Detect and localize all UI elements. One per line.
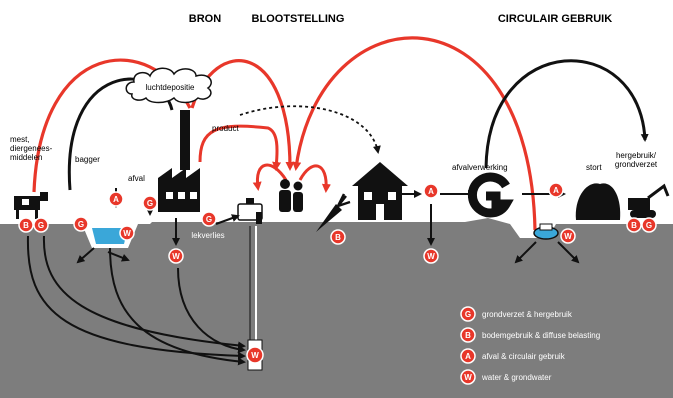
badge-excavator-G: G bbox=[641, 217, 657, 233]
label-bagger: bagger bbox=[75, 155, 100, 164]
arrow-pit-right bbox=[557, 241, 580, 264]
arc-black-circular bbox=[484, 59, 649, 169]
badge-factory-G: G bbox=[201, 211, 217, 227]
svg-text:B: B bbox=[23, 221, 29, 230]
badge-pit-W: W bbox=[560, 228, 576, 244]
svg-text:B: B bbox=[631, 221, 637, 230]
label-afval: afval bbox=[128, 174, 145, 183]
legend-text-W: water & grondwater bbox=[481, 373, 552, 382]
factory-icon bbox=[158, 110, 200, 212]
badge-bagger-G: G bbox=[73, 216, 89, 232]
people-icon bbox=[279, 179, 303, 212]
badge-house-A: A bbox=[423, 183, 439, 199]
svg-text:A: A bbox=[113, 195, 119, 204]
arrow-pit-left bbox=[514, 241, 537, 264]
label-lekverlies: lekverlies bbox=[191, 231, 224, 240]
excavator-icon bbox=[628, 183, 670, 218]
arc-right-waste bbox=[292, 36, 537, 231]
tap-icon bbox=[237, 198, 263, 224]
header-blootstelling: BLOOTSTELLING bbox=[252, 13, 345, 25]
badge-excavator-B: B bbox=[626, 217, 642, 233]
badge-well-W: W bbox=[246, 346, 264, 364]
legend: G grondverzet & hergebruik B bodemgebrui… bbox=[460, 306, 600, 385]
svg-text:W: W bbox=[564, 232, 572, 241]
flow-cow-to-well-1 bbox=[26, 235, 246, 360]
svg-text:G: G bbox=[646, 221, 652, 230]
legend-item-W: W water & grondwater bbox=[460, 369, 552, 385]
badge-afval-A: A bbox=[108, 191, 124, 207]
header-bron: BRON bbox=[189, 13, 221, 25]
arc-product bbox=[198, 124, 282, 171]
header-circulair: CIRCULAIR GEBRUIK bbox=[498, 13, 612, 25]
legend-item-G: G grondverzet & hergebruik bbox=[460, 306, 573, 322]
arc-people-right bbox=[298, 164, 331, 193]
leak-pit bbox=[533, 223, 559, 240]
svg-text:A: A bbox=[553, 186, 559, 195]
cloud-luchtdepositie: luchtdepositie bbox=[125, 67, 212, 104]
svg-text:A: A bbox=[428, 187, 434, 196]
svg-text:G: G bbox=[38, 221, 44, 230]
svg-text:A: A bbox=[465, 352, 471, 361]
label-luchtdepositie: luchtdepositie bbox=[146, 83, 195, 92]
waste-processing-icon bbox=[467, 172, 514, 218]
legend-text-B: bodemgebruik & diffuse belasting bbox=[482, 331, 600, 340]
legend-item-A: A afval & circulair gebruik bbox=[460, 348, 566, 364]
landfill-icon bbox=[575, 183, 621, 220]
badge-landfill-A: A bbox=[548, 182, 564, 198]
arrow-leak-tap bbox=[215, 214, 240, 225]
label-afvalverwerking: afvalverwerking bbox=[452, 163, 508, 172]
svg-text:B: B bbox=[335, 233, 341, 242]
label-stort: stort bbox=[586, 163, 602, 172]
bagger-pond bbox=[92, 228, 128, 244]
svg-text:W: W bbox=[464, 373, 472, 382]
arc-people-left bbox=[252, 163, 288, 191]
svg-text:G: G bbox=[78, 220, 84, 229]
arc-dotted-house bbox=[239, 105, 381, 154]
flow-factory-to-well bbox=[177, 267, 246, 354]
legend-text-G: grondverzet & hergebruik bbox=[482, 310, 573, 319]
svg-text:G: G bbox=[206, 215, 212, 224]
house-icon bbox=[352, 162, 408, 220]
flow-cow-to-well-2 bbox=[42, 235, 246, 350]
svg-text:W: W bbox=[251, 351, 259, 360]
svg-text:G: G bbox=[147, 199, 153, 208]
label-hergebruik-2: grondverzet bbox=[615, 160, 658, 169]
badge-cow-G: G bbox=[33, 217, 49, 233]
ground bbox=[0, 218, 673, 398]
legend-text-A: afval & circulair gebruik bbox=[482, 352, 566, 361]
badge-bagger-W: W bbox=[119, 225, 135, 241]
carrot-icon bbox=[316, 193, 351, 232]
svg-text:G: G bbox=[465, 310, 471, 319]
label-mest: mest, bbox=[10, 135, 30, 144]
arrow-bagger-left bbox=[76, 247, 95, 264]
label-diergeneesmiddelen-1: diergenees- bbox=[10, 144, 53, 153]
arrow-bagger-right bbox=[107, 251, 130, 262]
badge-house-W: W bbox=[423, 248, 439, 264]
flow-bagger-to-well bbox=[109, 247, 246, 366]
badge-cow-B: B bbox=[18, 217, 34, 233]
label-diergeneesmiddelen-2: middelen bbox=[10, 153, 42, 162]
badge-afval-G: G bbox=[142, 195, 158, 211]
legend-item-B: B bodemgebruik & diffuse belasting bbox=[460, 327, 600, 343]
svg-text:W: W bbox=[123, 229, 131, 238]
badge-factory-W: W bbox=[168, 248, 184, 264]
label-hergebruik-1: hergebruik/ bbox=[616, 151, 657, 160]
svg-text:W: W bbox=[172, 252, 180, 261]
svg-text:B: B bbox=[465, 331, 471, 340]
badge-carrot-B: B bbox=[330, 229, 346, 245]
label-product: product bbox=[212, 124, 239, 133]
svg-text:W: W bbox=[427, 252, 435, 261]
cow-icon bbox=[14, 192, 48, 219]
